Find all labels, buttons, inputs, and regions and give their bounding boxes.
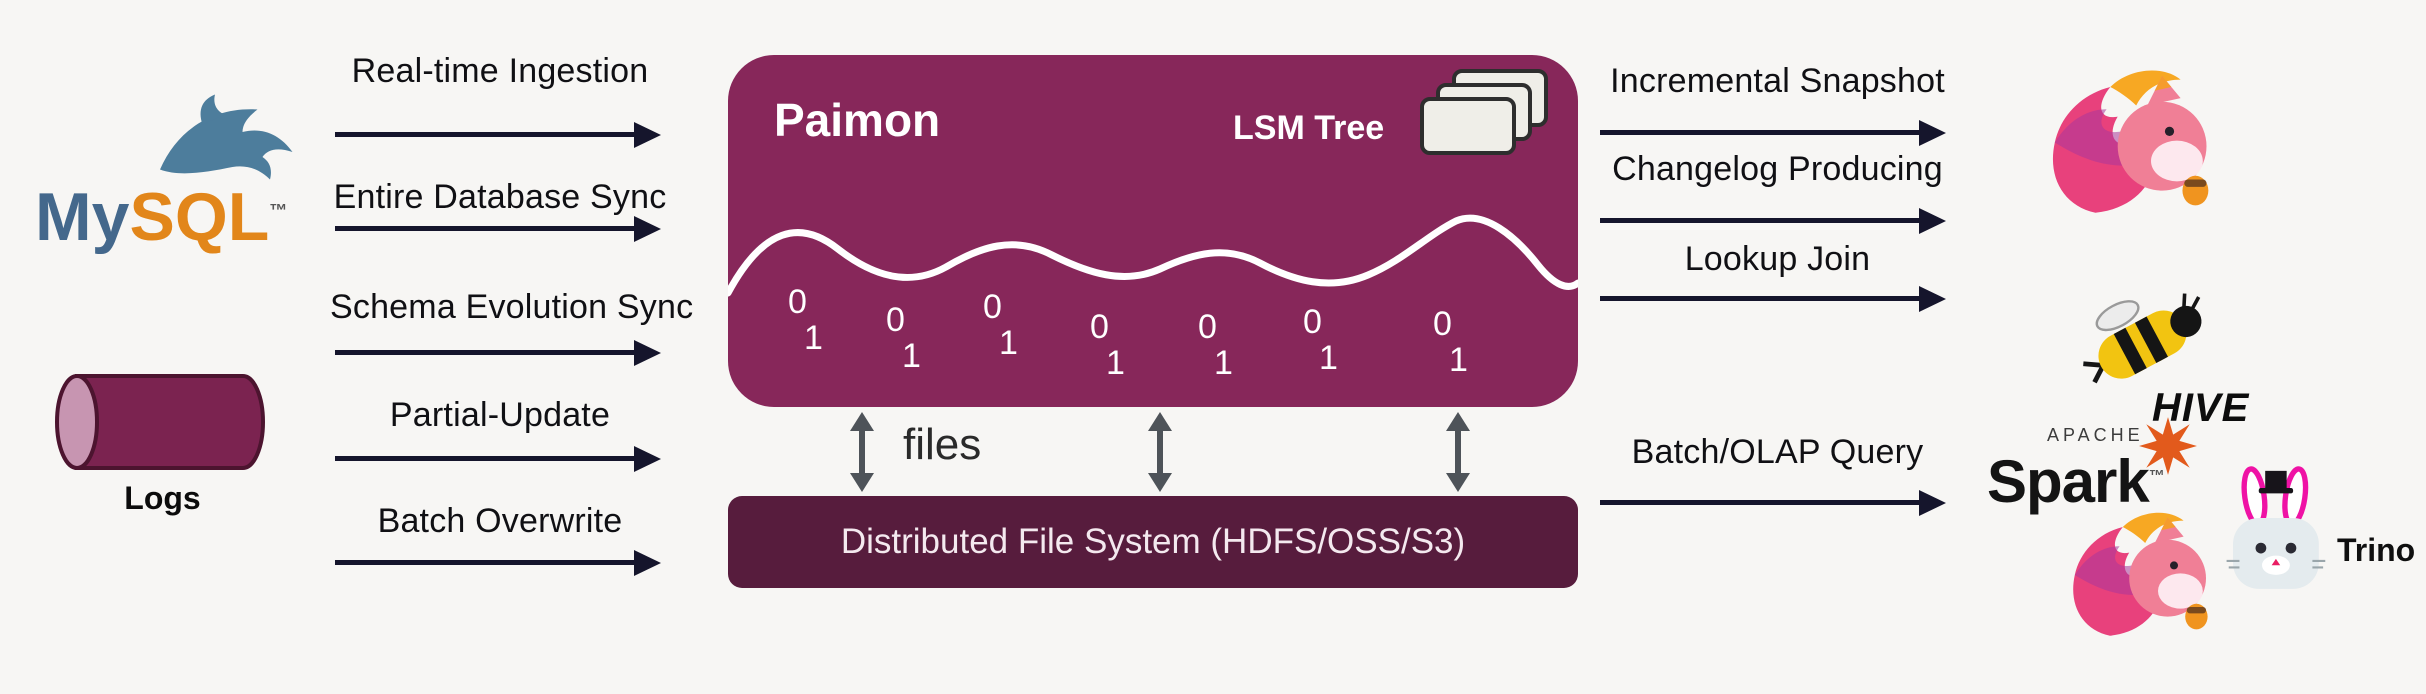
flow-label-changelog-producing: Changelog Producing: [1612, 150, 1943, 188]
spark-trademark: ™: [2148, 468, 2165, 485]
lsm-wave-icon: [728, 214, 1578, 297]
spark-star-icon: [2139, 417, 2197, 475]
flink-squirrel-icon: [2052, 70, 2209, 213]
trino-bunny-icon: [2226, 466, 2326, 589]
dfs-bar: Distributed File System (HDFS/OSS/S3): [728, 496, 1578, 588]
flow-arrow-incremental-snapshot: [1600, 130, 1920, 135]
flow-label-schema-evolution-sync: Schema Evolution Sync: [330, 288, 694, 326]
flow-arrow-batch-overwrite: [335, 560, 635, 565]
flow-arrow-lookup-join: [1600, 296, 1920, 301]
flow-label-lookup-join: Lookup Join: [1684, 240, 1871, 278]
flow-label-entire-database-sync: Entire Database Sync: [333, 178, 667, 216]
mysql-trademark: ™: [269, 200, 288, 221]
spark-apache-label: APACHE: [2047, 425, 2144, 445]
lsm-tree-label: LSM Tree: [1233, 109, 1385, 147]
trino-wordmark: Trino: [2337, 532, 2416, 568]
file-sync-arrow: [1157, 430, 1163, 474]
mysql-dolphin-icon: [160, 94, 293, 180]
flow-label-batch-overwrite: Batch Overwrite: [377, 502, 623, 540]
mysql-wordmark: MySQL™: [35, 178, 287, 256]
flow-label-real-time-ingestion: Real-time Ingestion: [351, 52, 649, 90]
flow-label-incremental-snapshot: Incremental Snapshot: [1610, 62, 1945, 100]
file-sync-arrow: [859, 430, 865, 474]
spark-wordmark: Spark™: [1987, 448, 2165, 515]
hive-bee-icon: [2083, 293, 2202, 384]
flow-label-partial-update: Partial-Update: [389, 396, 611, 434]
file-sync-arrow: [1455, 430, 1461, 474]
logs-cylinder-icon: [55, 374, 265, 470]
flow-label-batch-olap-query: Batch/OLAP Query: [1631, 433, 1924, 471]
flink-squirrel-icon: [2073, 512, 2208, 636]
flow-arrow-changelog-producing: [1600, 218, 1920, 223]
lsm-card-front: [1420, 97, 1516, 155]
mysql-wordmark-my: My: [35, 179, 130, 255]
spark-logo: APACHE Spark™: [1985, 417, 2200, 533]
mysql-wordmark-sql: SQL: [129, 179, 270, 255]
dfs-label: Distributed File System (HDFS/OSS/S3): [840, 522, 1466, 561]
lsm-sstable-cards-icon: [1420, 69, 1552, 161]
flow-arrow-partial-update: [335, 456, 635, 461]
flow-arrow-entire-database-sync: [335, 226, 635, 231]
flow-arrow-batch-olap-query: [1600, 500, 1920, 505]
flow-arrow-real-time-ingestion: [335, 132, 635, 137]
logs-label: Logs: [124, 480, 201, 516]
paimon-title: Paimon: [774, 94, 941, 146]
files-label: files: [903, 420, 982, 469]
flow-arrow-schema-evolution-sync: [335, 350, 635, 355]
